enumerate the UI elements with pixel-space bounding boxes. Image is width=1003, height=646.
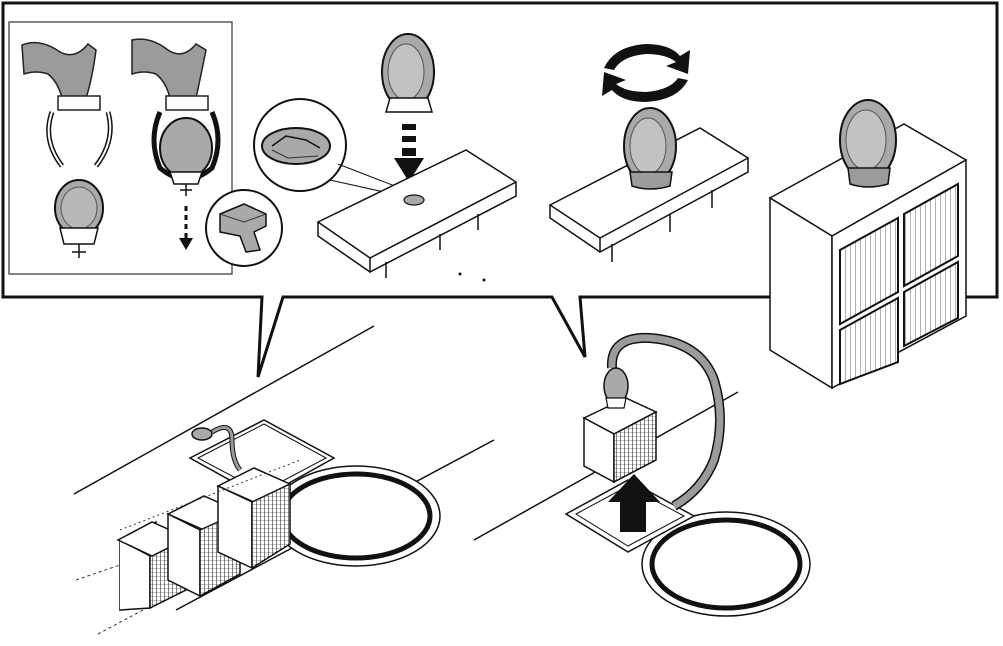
skimmer-ring-left <box>271 465 441 567</box>
hose-clip-open-illustration <box>21 41 113 258</box>
detail-circle-slot <box>253 98 403 197</box>
filter-row-left <box>116 459 301 612</box>
hose-right <box>606 332 725 511</box>
filter-cube-large <box>768 99 968 390</box>
filter-lid-step2 <box>316 149 518 282</box>
rotate-arrows-icon <box>602 44 690 102</box>
hose-adapter-left <box>191 425 243 472</box>
down-arrow-dashed <box>394 124 424 182</box>
filter-lifted-right <box>582 367 658 484</box>
detail-circle-tab <box>205 189 283 267</box>
hose-clip-closed-illustration <box>131 38 221 196</box>
down-arrow-dashed-small <box>179 206 193 250</box>
up-arrow <box>608 474 660 532</box>
skimmer-ring-right <box>641 511 811 617</box>
adapter-part-floating <box>381 33 435 113</box>
filter-lid-step3 <box>548 107 750 262</box>
